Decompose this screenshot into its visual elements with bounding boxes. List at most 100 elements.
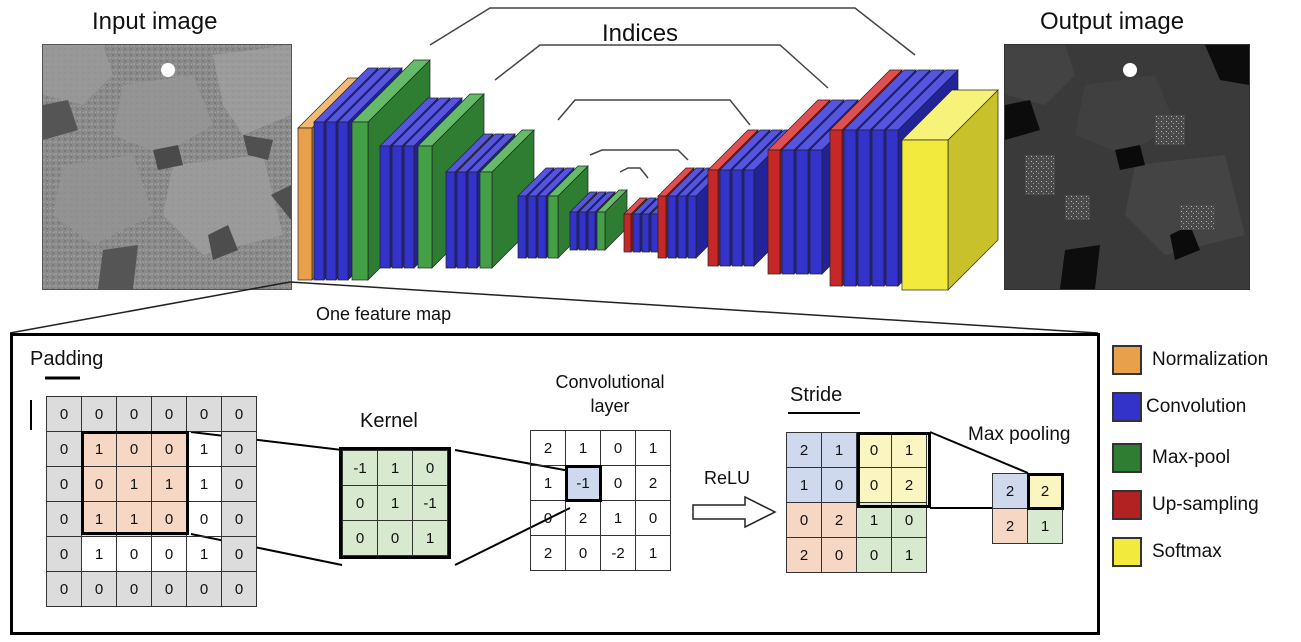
padded-input-cell: 0 bbox=[116, 396, 152, 432]
kernel-cell: 0 bbox=[377, 520, 413, 556]
padded-input-cell: 0 bbox=[151, 431, 187, 467]
kernel-label: Kernel bbox=[360, 410, 418, 432]
legend-swatch bbox=[1112, 392, 1142, 422]
legend-swatch bbox=[1112, 537, 1142, 567]
legend-swatch bbox=[1112, 345, 1142, 375]
pooled-cell: 1 bbox=[1027, 508, 1063, 544]
conv-output-cell: 0 bbox=[635, 500, 671, 536]
padded-input-cell: 0 bbox=[46, 571, 82, 607]
legend-label: Up-sampling bbox=[1152, 494, 1259, 515]
kernel-cell: 1 bbox=[377, 485, 413, 521]
output-image-title: Output image bbox=[1040, 8, 1185, 35]
kernel-cell: 1 bbox=[377, 450, 413, 486]
input-image-title: Input image bbox=[92, 8, 218, 35]
skip-connection-3 bbox=[557, 99, 751, 126]
kernel-cell: -1 bbox=[342, 450, 378, 486]
stride-cell: 0 bbox=[856, 537, 892, 573]
layer-block bbox=[901, 89, 999, 291]
stride-cell: 2 bbox=[821, 502, 857, 538]
stride-cell: 1 bbox=[786, 467, 822, 503]
stride-label: Stride bbox=[790, 384, 843, 406]
padded-input-cell: 0 bbox=[46, 466, 82, 502]
conv-output-cell: 2 bbox=[530, 535, 566, 571]
padded-input-cell: 0 bbox=[151, 571, 187, 607]
padded-input-cell: 1 bbox=[186, 466, 222, 502]
stride-cell: 2 bbox=[786, 537, 822, 573]
padded-input-cell: 1 bbox=[116, 501, 152, 537]
stride-cell: 0 bbox=[856, 467, 892, 503]
legend-swatch bbox=[1112, 443, 1142, 473]
legend-label: Max-pool bbox=[1152, 447, 1231, 468]
network-architecture bbox=[297, 7, 999, 291]
stride-cell: 1 bbox=[891, 537, 927, 573]
feature-map-label: One feature map bbox=[316, 304, 452, 324]
conv-output-cell: 0 bbox=[530, 500, 566, 536]
padded-input-cell: 0 bbox=[116, 431, 152, 467]
padded-input-cell: 1 bbox=[81, 501, 117, 537]
kernel-cell: 0 bbox=[412, 450, 448, 486]
output-image bbox=[1004, 44, 1250, 290]
kernel-cell: 1 bbox=[412, 520, 448, 556]
legend-swatch bbox=[1112, 490, 1142, 520]
pooled-cell: 2 bbox=[1026, 472, 1064, 510]
stride-cell: 0 bbox=[821, 467, 857, 503]
padded-input-cell: 1 bbox=[116, 466, 152, 502]
stride-cell: 2 bbox=[786, 432, 822, 468]
padded-input-cell: 0 bbox=[46, 431, 82, 467]
skip-connection-5 bbox=[619, 167, 649, 179]
stride-cell: 0 bbox=[786, 502, 822, 538]
padded-input-cell: 0 bbox=[186, 396, 222, 432]
conv-output-cell: 1 bbox=[635, 430, 671, 466]
output-image-graphic bbox=[1005, 45, 1249, 289]
padded-input-cell: 0 bbox=[46, 396, 82, 432]
conv-output-cell: 2 bbox=[530, 430, 566, 466]
padded-input-cell: 0 bbox=[221, 571, 257, 607]
padding-label: Padding bbox=[30, 348, 104, 370]
conv-output-cell: -2 bbox=[600, 535, 636, 571]
stride-cell: 1 bbox=[821, 432, 857, 468]
padded-input-cell: 0 bbox=[46, 501, 82, 537]
feature-map-panel bbox=[10, 333, 1100, 635]
input-image bbox=[42, 44, 292, 290]
conv-layer-label-line1: Convolutional bbox=[555, 372, 665, 392]
padded-input-cell: 0 bbox=[221, 396, 257, 432]
pooled-cell: 2 bbox=[992, 508, 1028, 544]
padded-input-cell: 1 bbox=[186, 431, 222, 467]
padded-input-cell: 0 bbox=[116, 571, 152, 607]
pooled-cell: 2 bbox=[992, 473, 1028, 509]
skip-connection-1 bbox=[429, 7, 916, 56]
padded-input-cell: 0 bbox=[81, 396, 117, 432]
legend-label: Normalization bbox=[1152, 349, 1269, 370]
conv-output-cell: 0 bbox=[565, 535, 601, 571]
padded-input-cell: 0 bbox=[186, 571, 222, 607]
max-pooling-label: Max pooling bbox=[968, 424, 1071, 445]
indices-label: Indices bbox=[602, 20, 679, 47]
padded-input-cell: 0 bbox=[46, 536, 82, 572]
stride-cell: 1 bbox=[856, 502, 892, 538]
legend-label: Softmax bbox=[1152, 541, 1222, 562]
input-image-graphic bbox=[43, 45, 291, 289]
conv-output-cell: 1 bbox=[635, 535, 671, 571]
padded-input-cell: 1 bbox=[81, 431, 117, 467]
conv-layer-label: Convolutional layer bbox=[530, 370, 690, 418]
conv-output-cell: 1 bbox=[600, 500, 636, 536]
layer-block bbox=[596, 189, 628, 251]
